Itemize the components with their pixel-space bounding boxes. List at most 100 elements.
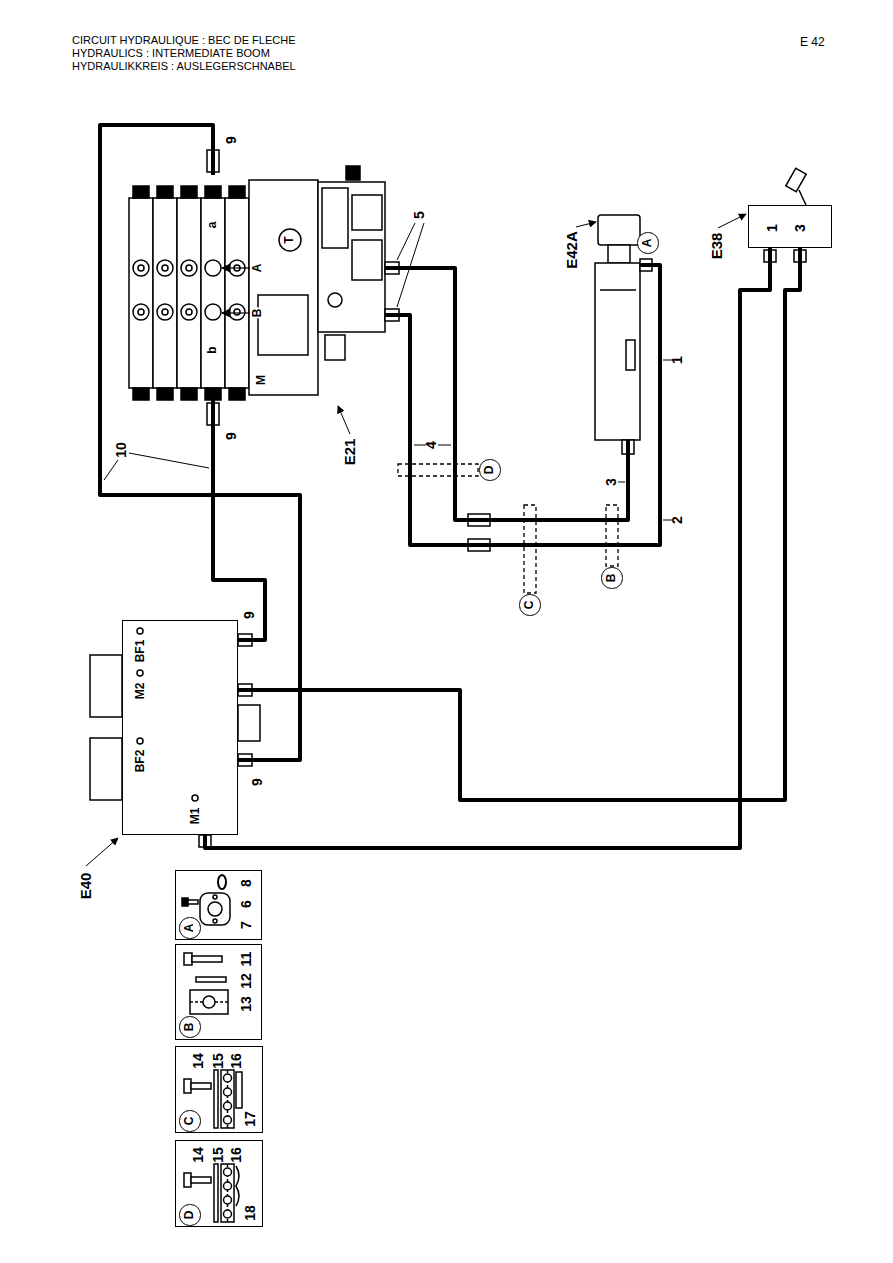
flange-hole (213, 895, 217, 899)
callout-letter: C (523, 601, 536, 610)
detail-box: 14151618D (175, 1140, 263, 1227)
screw-head (184, 1173, 191, 1187)
leader-line (576, 222, 596, 227)
solenoid (322, 188, 348, 248)
cylinder-detail (600, 289, 636, 291)
callout-letter: A (641, 239, 654, 248)
callout-letter: C (183, 1117, 196, 1126)
callout-number: 3 (793, 224, 808, 232)
leader-line (397, 223, 415, 260)
sensor-plug (786, 168, 806, 191)
callout-number: 9 (242, 611, 257, 619)
spool-cap (205, 186, 221, 198)
port-mark (192, 795, 198, 801)
valve-block: E40BF1M2BF2M1 (122, 620, 238, 835)
callout-letter: D (483, 466, 496, 475)
weld-plate (236, 1072, 242, 1108)
spool-cap (157, 186, 173, 198)
leader-line (338, 406, 350, 434)
callout-number: 9 (224, 136, 239, 144)
block-cartridge (238, 705, 260, 741)
hose-clamp (606, 505, 618, 566)
block-cartridge (90, 655, 122, 717)
clamp-bore (224, 1168, 232, 1176)
flange-hole (213, 919, 217, 923)
hydraulic-cylinder: E42A (595, 215, 640, 440)
port-label: b (206, 345, 219, 354)
screw-shank (192, 956, 222, 962)
callout-number: 5 (412, 211, 427, 219)
screw-shank (188, 900, 198, 904)
spool-port (138, 265, 144, 271)
port-label: BF1 (134, 640, 147, 663)
clamp-bore (224, 1196, 232, 1204)
port-label: a (206, 221, 219, 230)
callout-number: 15 (211, 1053, 226, 1069)
cylinder-detail (626, 340, 635, 370)
cylinder-rod (608, 245, 630, 263)
port-label: M (255, 374, 268, 386)
detail-b-drawing (184, 953, 228, 1014)
o-ring (218, 875, 226, 889)
valve-section (201, 198, 225, 388)
valve-inlet-knob (325, 335, 345, 360)
hose-line (385, 265, 660, 545)
port-label: M2 (134, 683, 147, 700)
sensor-wire (799, 190, 806, 205)
callout-letter: A (183, 924, 196, 933)
cylinder-drawing (595, 215, 640, 440)
hose-clamps (398, 464, 618, 593)
callout-letter: D (183, 1211, 196, 1220)
port-label: M1 (189, 808, 202, 825)
port-label: BF2 (134, 750, 147, 773)
callout-number: 16 (229, 1147, 244, 1163)
port-mark (137, 738, 143, 744)
leader-line (438, 445, 451, 446)
leader-line (718, 214, 746, 228)
port-arrow (222, 267, 250, 268)
screw-head (184, 953, 192, 965)
callout-number: 15 (211, 1147, 226, 1163)
callout-number: 14 (191, 1053, 206, 1069)
spool-port (205, 260, 221, 276)
hose-line (385, 268, 628, 520)
spool-port (157, 304, 173, 320)
port-mark (137, 670, 143, 676)
spool-port (162, 309, 168, 315)
port-label: B (251, 308, 264, 319)
clamp-bore (203, 996, 215, 1008)
screw-head (182, 898, 188, 906)
clamp-bore (224, 1074, 232, 1082)
spool-port (138, 309, 144, 315)
sensor-box: E3813 (748, 205, 832, 248)
clamp-bore (224, 1210, 232, 1218)
clamp-halves (221, 1070, 234, 1128)
spool-cap (205, 388, 221, 400)
support-strip (236, 1166, 239, 1206)
callout-number: 1 (670, 356, 685, 364)
callout-number: 17 (243, 1111, 258, 1127)
callout-number: 12 (239, 973, 254, 989)
clamp-bore (224, 1102, 232, 1110)
spool-port (133, 304, 149, 320)
valve-inlet-detail (328, 293, 342, 307)
control-valve: E21aTABbM (125, 175, 385, 400)
port-label: A (251, 263, 264, 274)
callout-number: 4 (424, 441, 439, 449)
reference-label: E40 (78, 873, 95, 900)
callout-number: 18 (243, 1205, 258, 1221)
leader-line (129, 453, 209, 468)
valve-section (225, 198, 249, 388)
leader-lines (86, 214, 746, 866)
detail-box: 14 1516 17 C (175, 1046, 263, 1133)
reference-label: E21 (342, 439, 359, 466)
spool-port (181, 304, 197, 320)
spool-cap (181, 186, 197, 198)
spool-port (229, 304, 245, 320)
spool-cap (181, 388, 197, 400)
callout-number: 16 (229, 1053, 244, 1069)
clamp-halves (190, 990, 228, 1014)
